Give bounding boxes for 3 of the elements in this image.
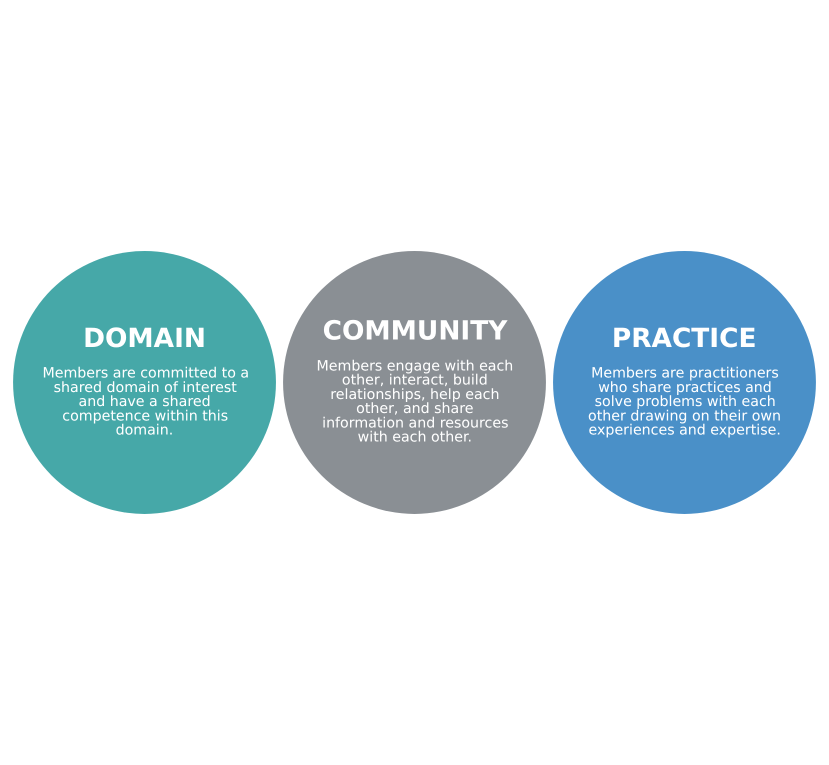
node-circle: PRACTICE Members are practitioners who share practices and solve problems with each other drawing on their own experiences and expertise.	[553, 251, 816, 514]
node-circle: DOMAIN Members are committed to a shared domain of interest and have a shared competence within this domain.	[13, 251, 276, 514]
node-circle: COMMUNITY Members engage with each other, interact, build relationships, help each other, and share information and resources with each other.	[283, 251, 546, 514]
